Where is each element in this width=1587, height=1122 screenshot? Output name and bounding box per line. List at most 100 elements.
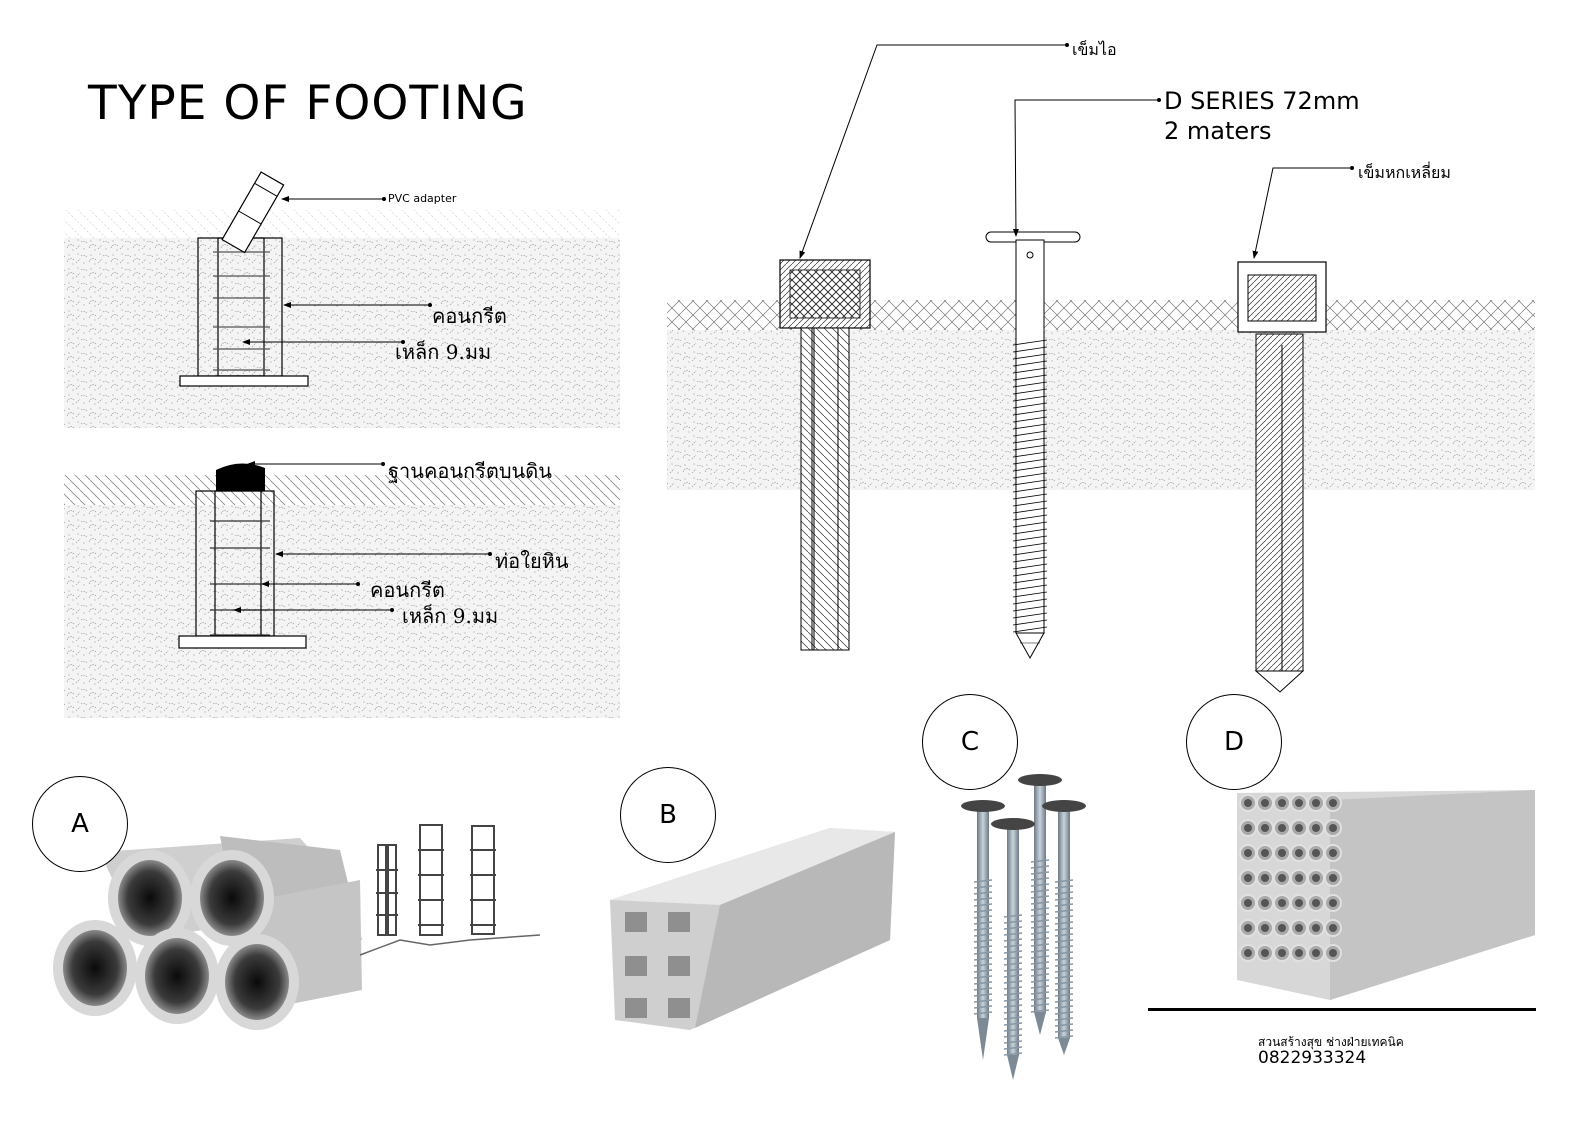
hex-pile-hole	[1312, 799, 1320, 807]
screw-thread	[973, 921, 993, 925]
screw-thread	[1003, 992, 1023, 996]
screw-thread	[1003, 986, 1023, 990]
hex-pile-hole	[1295, 899, 1303, 907]
thread-line	[1012, 598, 1048, 605]
screw-thread	[1030, 967, 1050, 971]
screw-thread	[1054, 921, 1074, 925]
hex-pile-hole	[1329, 849, 1337, 857]
thread-line	[1012, 521, 1048, 528]
hex-pile-hole	[1295, 949, 1303, 957]
screw-thread	[1003, 1016, 1023, 1020]
screw-thread	[1003, 968, 1023, 972]
hex-pile-hole	[1244, 924, 1252, 932]
screw-thread	[1003, 1028, 1023, 1032]
label-concrete-base: ฐานคอนกรีตบนดิน	[388, 459, 552, 483]
screw-thread	[1030, 991, 1050, 995]
screw-thread	[1003, 950, 1023, 954]
hex-pile-hole	[1244, 899, 1252, 907]
thread-line	[1012, 570, 1048, 577]
thread-line	[1012, 346, 1048, 353]
thread-line	[1012, 486, 1048, 493]
label-screw-pile-line2: 2 maters	[1164, 117, 1272, 145]
footer-credit: สวนสร้างสุข ช่างฝ่ายเทคนิค	[1258, 1035, 1404, 1049]
hex-pile-hole	[1244, 799, 1252, 807]
hex-pile-hole	[1278, 949, 1286, 957]
screw-thread	[1054, 879, 1074, 883]
footing-base	[179, 375, 309, 387]
hex-pile-hole	[1261, 824, 1269, 832]
screw-thread	[1054, 1023, 1074, 1027]
leader-square-pile	[1252, 167, 1352, 259]
screw-thread	[973, 903, 993, 907]
screw-thread	[973, 891, 993, 895]
hex-pile-hole	[1295, 824, 1303, 832]
screw-thread	[1003, 956, 1023, 960]
hex-pile-hole	[1329, 949, 1337, 957]
badge-b: B	[620, 767, 716, 863]
label-concrete-bottom: คอนกรีต	[370, 578, 445, 602]
footing-diagram-asbestos-pipe	[64, 461, 620, 718]
screw-thread	[1054, 885, 1074, 889]
thread-line	[1012, 437, 1048, 444]
screw-thread	[973, 897, 993, 901]
hex-pile-hole	[1312, 924, 1320, 932]
hex-pile-hole	[1312, 824, 1320, 832]
screw-thread	[1030, 1003, 1050, 1007]
hex-pile-hole	[1295, 799, 1303, 807]
soil-layer	[64, 238, 620, 428]
screw-thread	[1030, 949, 1050, 953]
hex-pile-hole	[1278, 874, 1286, 882]
screw-thread	[1030, 883, 1050, 887]
screw-thread	[1054, 1011, 1074, 1015]
thread-line	[1012, 626, 1048, 633]
screw-thread	[973, 885, 993, 889]
label-pvc-adapter: PVC adapter	[388, 192, 457, 205]
hex-pile-hole	[1244, 849, 1252, 857]
badge-a: A	[32, 776, 128, 872]
hex-pile-hole	[1329, 874, 1337, 882]
thread-line	[1012, 444, 1048, 451]
thread-line	[1012, 591, 1048, 598]
pile-diagram	[667, 43, 1535, 693]
hex-pile-hole	[1261, 924, 1269, 932]
screw-thread	[1030, 973, 1050, 977]
thread-line	[1012, 458, 1048, 465]
screw-thread	[1003, 1040, 1023, 1044]
screw-thread	[1003, 920, 1023, 924]
square-pile-drawing	[1237, 261, 1327, 693]
thread-line	[1012, 430, 1048, 437]
label-steel-bottom: เหล็ก 9.มม	[402, 604, 499, 628]
hex-pile-hole	[1312, 949, 1320, 957]
screw-thread	[1054, 1029, 1074, 1033]
screw-thread	[1054, 933, 1074, 937]
thread-line	[1012, 374, 1048, 381]
thread-line	[1012, 416, 1048, 423]
screw-thread	[973, 927, 993, 931]
label-square-pile: เข็มหกเหลี่ยม	[1358, 163, 1451, 182]
footing-base	[178, 635, 307, 649]
screw-thread	[1003, 980, 1023, 984]
screw-thread	[1054, 981, 1074, 985]
badge-d: D	[1186, 694, 1282, 790]
hex-pile-hole	[1244, 824, 1252, 832]
photo-d-hex-piles	[1237, 790, 1535, 1000]
screw-thread	[973, 957, 993, 961]
rebar-cages	[359, 824, 541, 956]
thread-line	[1012, 612, 1048, 619]
screw-thread	[973, 963, 993, 967]
screw-thread	[1003, 938, 1023, 942]
thread-line	[1012, 514, 1048, 521]
hex-pile-hole	[1295, 924, 1303, 932]
screw-thread	[1003, 962, 1023, 966]
screw-thread	[1003, 1004, 1023, 1008]
thread-line	[1012, 339, 1048, 346]
screw-thread	[1054, 909, 1074, 913]
screw-thread	[973, 1005, 993, 1009]
thread-line	[1012, 388, 1048, 395]
thread-line	[1012, 528, 1048, 535]
screw-thread	[973, 981, 993, 985]
pipe-stack	[53, 836, 362, 1030]
screw-thread	[1054, 903, 1074, 907]
screw-thread	[973, 993, 993, 997]
